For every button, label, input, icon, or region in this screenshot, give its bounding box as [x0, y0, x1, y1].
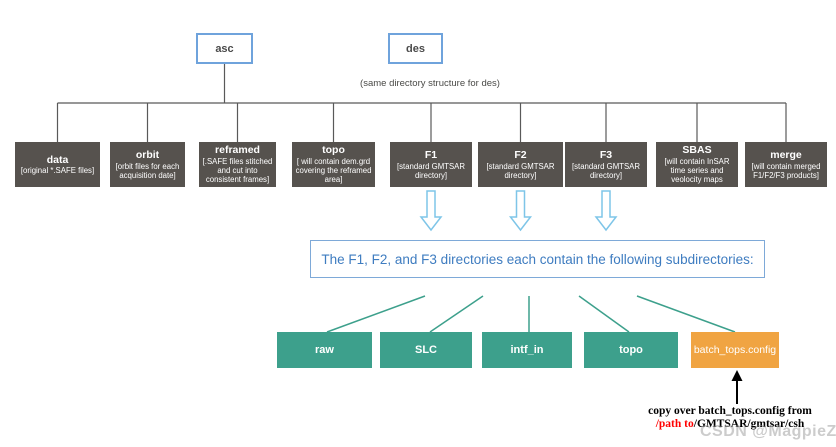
- node-asc-label: asc: [215, 42, 234, 55]
- subdir-topo-label: topo: [619, 344, 643, 356]
- info-box-text: The F1, F2, and F3 directories each cont…: [321, 251, 754, 267]
- node-topo-subtitle: [ will contain dem.grd covering the refr…: [295, 157, 372, 185]
- subdir-fan-lines: [326, 295, 736, 333]
- down-arrow-f3: [594, 190, 618, 232]
- node-f2: F2 [standard GMTSAR directory]: [478, 142, 563, 187]
- node-sbas-subtitle: [will contain InSAR time series and veol…: [664, 157, 730, 185]
- node-merge-title: merge: [770, 149, 802, 162]
- caption-line2: /path to/GMTSAR/gmtsar/csh: [625, 418, 835, 431]
- node-data-subtitle: [original *.SAFE files]: [20, 166, 95, 176]
- node-data-title: data: [46, 153, 69, 166]
- node-data: data [original *.SAFE files]: [15, 142, 100, 187]
- subdir-topo: topo: [584, 332, 678, 368]
- node-f2-title: F2: [514, 149, 527, 162]
- caption-line1: copy over batch_tops.config from: [648, 405, 812, 417]
- tree-connector-lines: [56, 64, 787, 142]
- node-orbit-subtitle: [orbit files for each acquisition date]: [115, 161, 180, 180]
- up-arrow: [731, 370, 743, 404]
- node-des: des: [388, 33, 443, 64]
- watermark: CSDN @MagpieZ: [700, 423, 836, 440]
- node-f1: F1 [standard GMTSAR directory]: [390, 142, 472, 187]
- node-f3: F3 [standard GMTSAR directory]: [565, 142, 647, 187]
- node-reframed: reframed [.SAFE files stitched and cut i…: [199, 142, 276, 187]
- subdir-slc: SLC: [380, 332, 472, 368]
- caption-path-red: /path to: [655, 417, 694, 430]
- node-merge: merge [will contain merged F1/F2/F3 prod…: [745, 142, 827, 187]
- subdir-batch-tops-config: batch_tops.config: [691, 332, 779, 368]
- node-sbas: SBAS [will contain InSAR time series and…: [656, 142, 738, 187]
- node-f3-subtitle: [standard GMTSAR directory]: [571, 161, 641, 180]
- node-orbit-title: orbit: [135, 149, 160, 162]
- down-arrow-f1: [419, 190, 443, 232]
- node-topo-title: topo: [322, 144, 345, 157]
- node-asc: asc: [196, 33, 253, 64]
- caption-copy-instruction: copy over batch_tops.config from /path t…: [625, 405, 835, 430]
- note-same-structure: (same directory structure for des): [360, 78, 500, 89]
- node-reframed-title: reframed: [215, 144, 260, 157]
- info-box: The F1, F2, and F3 directories each cont…: [310, 240, 765, 278]
- subdir-intf-in: intf_in: [482, 332, 572, 368]
- subdir-raw-label: raw: [315, 344, 334, 356]
- subdir-batch-tops-config-label: batch_tops.config: [693, 344, 777, 356]
- node-sbas-title: SBAS: [682, 144, 712, 157]
- node-f1-title: F1: [424, 149, 438, 162]
- down-arrow-f2: [508, 190, 533, 232]
- node-orbit: orbit [orbit files for each acquisition …: [110, 142, 185, 187]
- down-arrows-f1-f2-f3: [419, 190, 618, 232]
- caption-path-black: /GMTSAR/gmtsar/csh: [693, 417, 805, 430]
- node-merge-subtitle: [will contain merged F1/F2/F3 products]: [751, 161, 821, 180]
- subdir-intf-in-label: intf_in: [510, 344, 544, 356]
- node-f2-subtitle: [standard GMTSAR directory]: [486, 161, 555, 180]
- node-des-label: des: [406, 42, 425, 55]
- node-f1-subtitle: [standard GMTSAR directory]: [396, 161, 466, 180]
- subdir-raw: raw: [277, 332, 372, 368]
- node-f3-title: F3: [599, 149, 613, 162]
- node-reframed-subtitle: [.SAFE files stitched and cut into consi…: [202, 157, 273, 185]
- node-topo: topo [ will contain dem.grd covering the…: [292, 142, 375, 187]
- subdir-slc-label: SLC: [415, 344, 437, 356]
